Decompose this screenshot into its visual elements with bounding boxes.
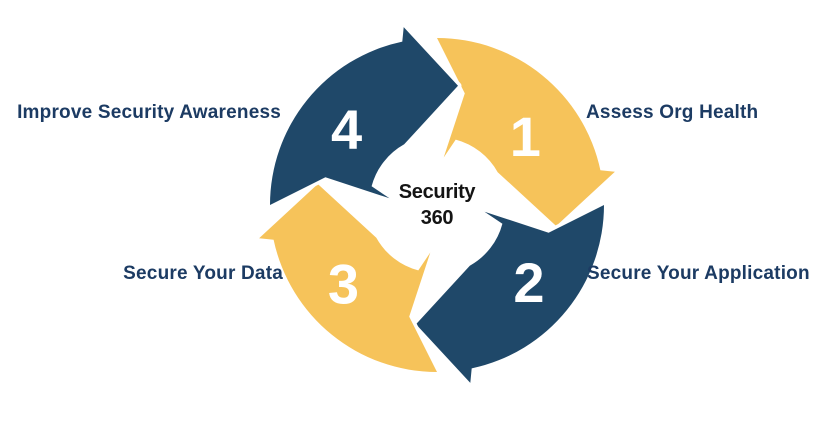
center-label-line1: Security [398, 181, 476, 203]
step-number-1: 1 [510, 105, 541, 168]
cycle-arrow-step-1 [433, 34, 619, 230]
cycle-arrow-step-4 [266, 23, 462, 209]
step-label-secure-your-application: Secure Your Application [587, 263, 810, 284]
step-number-4: 4 [331, 98, 362, 161]
step-number-3: 3 [328, 252, 359, 315]
step-number-2: 2 [513, 251, 544, 314]
step-label-improve-security-awareness: Improve Security Awareness [17, 102, 281, 123]
cycle-arrow-step-3 [255, 180, 441, 376]
center-label-line2: 360 [420, 207, 454, 229]
cycle-arrow-step-2 [412, 201, 608, 387]
step-label-secure-your-data: Secure Your Data [123, 263, 283, 284]
center-label: Security 360 [357, 179, 517, 231]
step-label-assess-org-health: Assess Org Health [586, 102, 759, 123]
